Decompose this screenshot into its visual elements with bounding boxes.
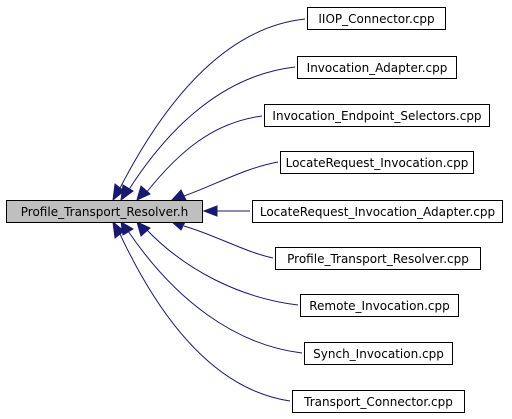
includer-node-label: LocateRequest_Invocation_Adapter.cpp: [260, 205, 495, 219]
arrowhead-icon: [120, 221, 134, 236]
includer-node-iiop-connector[interactable]: IIOP_Connector.cpp: [307, 7, 446, 30]
arrowhead-icon: [136, 221, 151, 237]
edge-locaterequest-invocation: [183, 161, 279, 197]
edge-remote-invocation: [145, 228, 299, 306]
includer-node-label: Invocation_Adapter.cpp: [307, 61, 448, 75]
includer-node-locaterequest-invocation[interactable]: LocateRequest_Invocation.cpp: [280, 151, 474, 174]
edge-invocation-adapter: [127, 66, 296, 192]
edge-transport-connector: [118, 231, 291, 402]
includer-node-synch-invocation[interactable]: Synch_Invocation.cpp: [304, 342, 453, 365]
arrowhead-icon: [170, 189, 187, 201]
includer-node-label: LocateRequest_Invocation.cpp: [286, 156, 469, 170]
includer-node-invocation-endpoint-selectors[interactable]: Invocation_Endpoint_Selectors.cpp: [264, 104, 490, 127]
includer-node-invocation-adapter[interactable]: Invocation_Adapter.cpp: [297, 56, 457, 79]
arrowhead-icon: [120, 184, 134, 202]
arrowhead-icon: [136, 185, 151, 201]
root-node[interactable]: Profile_Transport_Resolver.h: [6, 200, 203, 223]
edges: [112, 18, 306, 402]
includer-node-transport-connector[interactable]: Transport_Connector.cpp: [292, 390, 465, 413]
edge-iiop-connector: [118, 18, 306, 191]
includer-node-profile-transport-resolver-cpp[interactable]: Profile_Transport_Resolver.cpp: [275, 247, 481, 270]
includer-node-locaterequest-invocation-adapter[interactable]: LocateRequest_Invocation_Adapter.cpp: [252, 200, 503, 223]
edge-synch-invocation: [127, 230, 303, 354]
includer-node-label: Synch_Invocation.cpp: [313, 347, 444, 361]
arrowhead-icon: [202, 205, 218, 217]
edge-profile-transport-resolver-cpp: [183, 225, 274, 259]
includer-node-label: Invocation_Endpoint_Selectors.cpp: [272, 109, 481, 123]
includer-node-label: IIOP_Connector.cpp: [318, 12, 434, 26]
includer-node-label: Profile_Transport_Resolver.cpp: [287, 252, 469, 266]
includer-node-label: Transport_Connector.cpp: [303, 395, 453, 409]
includer-node-label: Remote_Invocation.cpp: [309, 299, 449, 313]
arrowhead-icon: [112, 183, 125, 202]
arrowhead-icon: [112, 220, 125, 239]
root-node-label: Profile_Transport_Resolver.h: [21, 205, 188, 219]
includer-node-remote-invocation[interactable]: Remote_Invocation.cpp: [300, 294, 459, 317]
edge-invocation-endpoint-selectors: [145, 115, 263, 194]
